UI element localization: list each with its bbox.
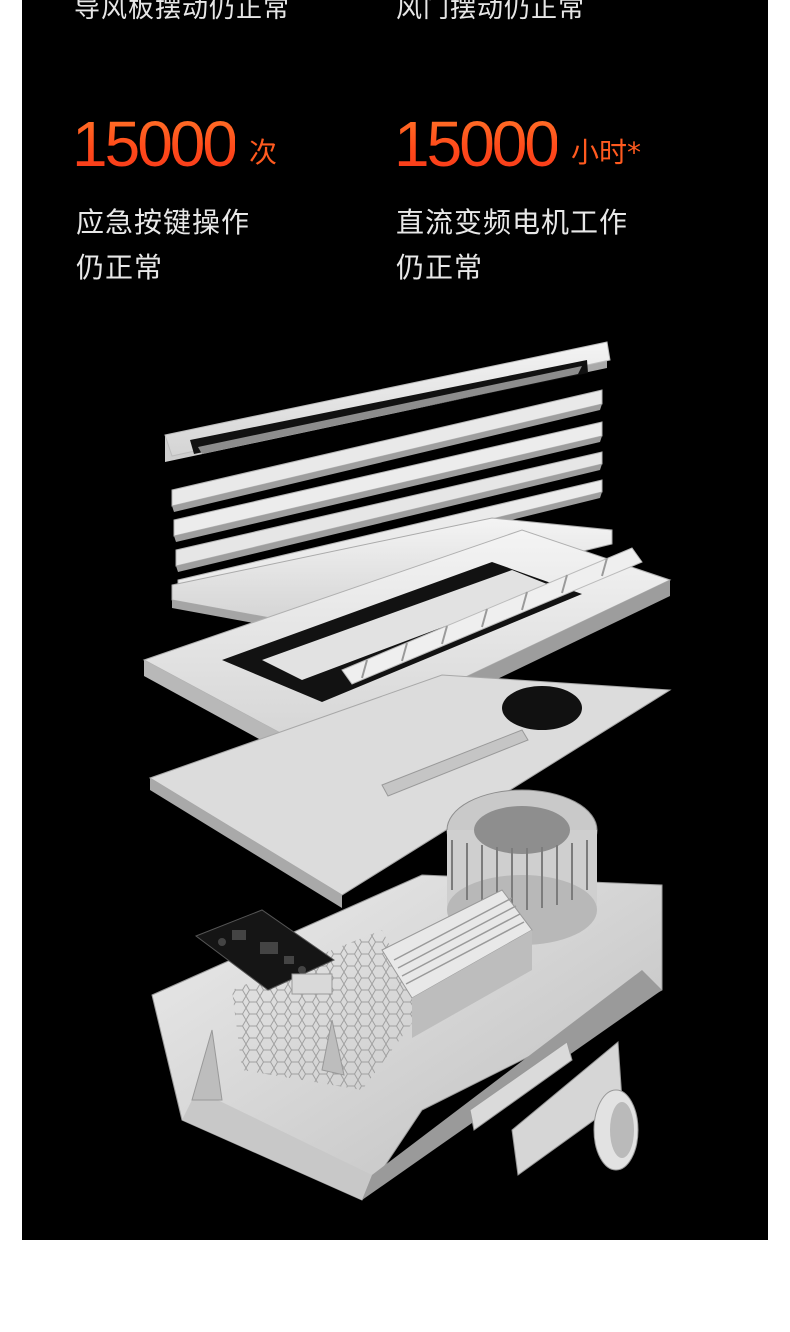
- face-frame-part: [164, 341, 611, 462]
- caption-damper-swing: 风门摆动仍正常: [396, 0, 586, 24]
- desc-emergency-key: 应急按键操作 仍正常: [76, 200, 250, 290]
- side-vent-plate: [469, 1041, 573, 1131]
- stat-unit: 小时*: [570, 136, 641, 169]
- stat-dc-motor: 15000 小时*: [394, 108, 641, 180]
- desc-line: 直流变频电机工作: [396, 206, 629, 239]
- product-feature-panel: 导风板摆动仍正常 风门摆动仍正常 15000 次 应急按键操作 仍正常 15000…: [22, 0, 768, 1240]
- ptc-heater: [381, 889, 533, 1038]
- exhaust-duct-adapter: [511, 1040, 639, 1176]
- control-pcb: [194, 909, 336, 995]
- blower-fan: [446, 789, 598, 945]
- desc-line: 应急按键操作: [76, 206, 251, 239]
- stat-unit: 次: [248, 136, 277, 169]
- stat-emergency-key: 15000 次: [72, 108, 277, 180]
- desc-line: 仍正常: [76, 251, 164, 284]
- desc-dc-motor: 直流变频电机工作 仍正常: [396, 200, 628, 290]
- stat-number: 15000: [394, 108, 560, 180]
- caption-louver-swing: 导风板摆动仍正常: [74, 0, 291, 24]
- stat-number: 15000: [72, 108, 238, 180]
- exploded-view-illustration: [142, 341, 672, 1201]
- desc-line: 仍正常: [396, 251, 484, 284]
- base-plate: [148, 674, 672, 908]
